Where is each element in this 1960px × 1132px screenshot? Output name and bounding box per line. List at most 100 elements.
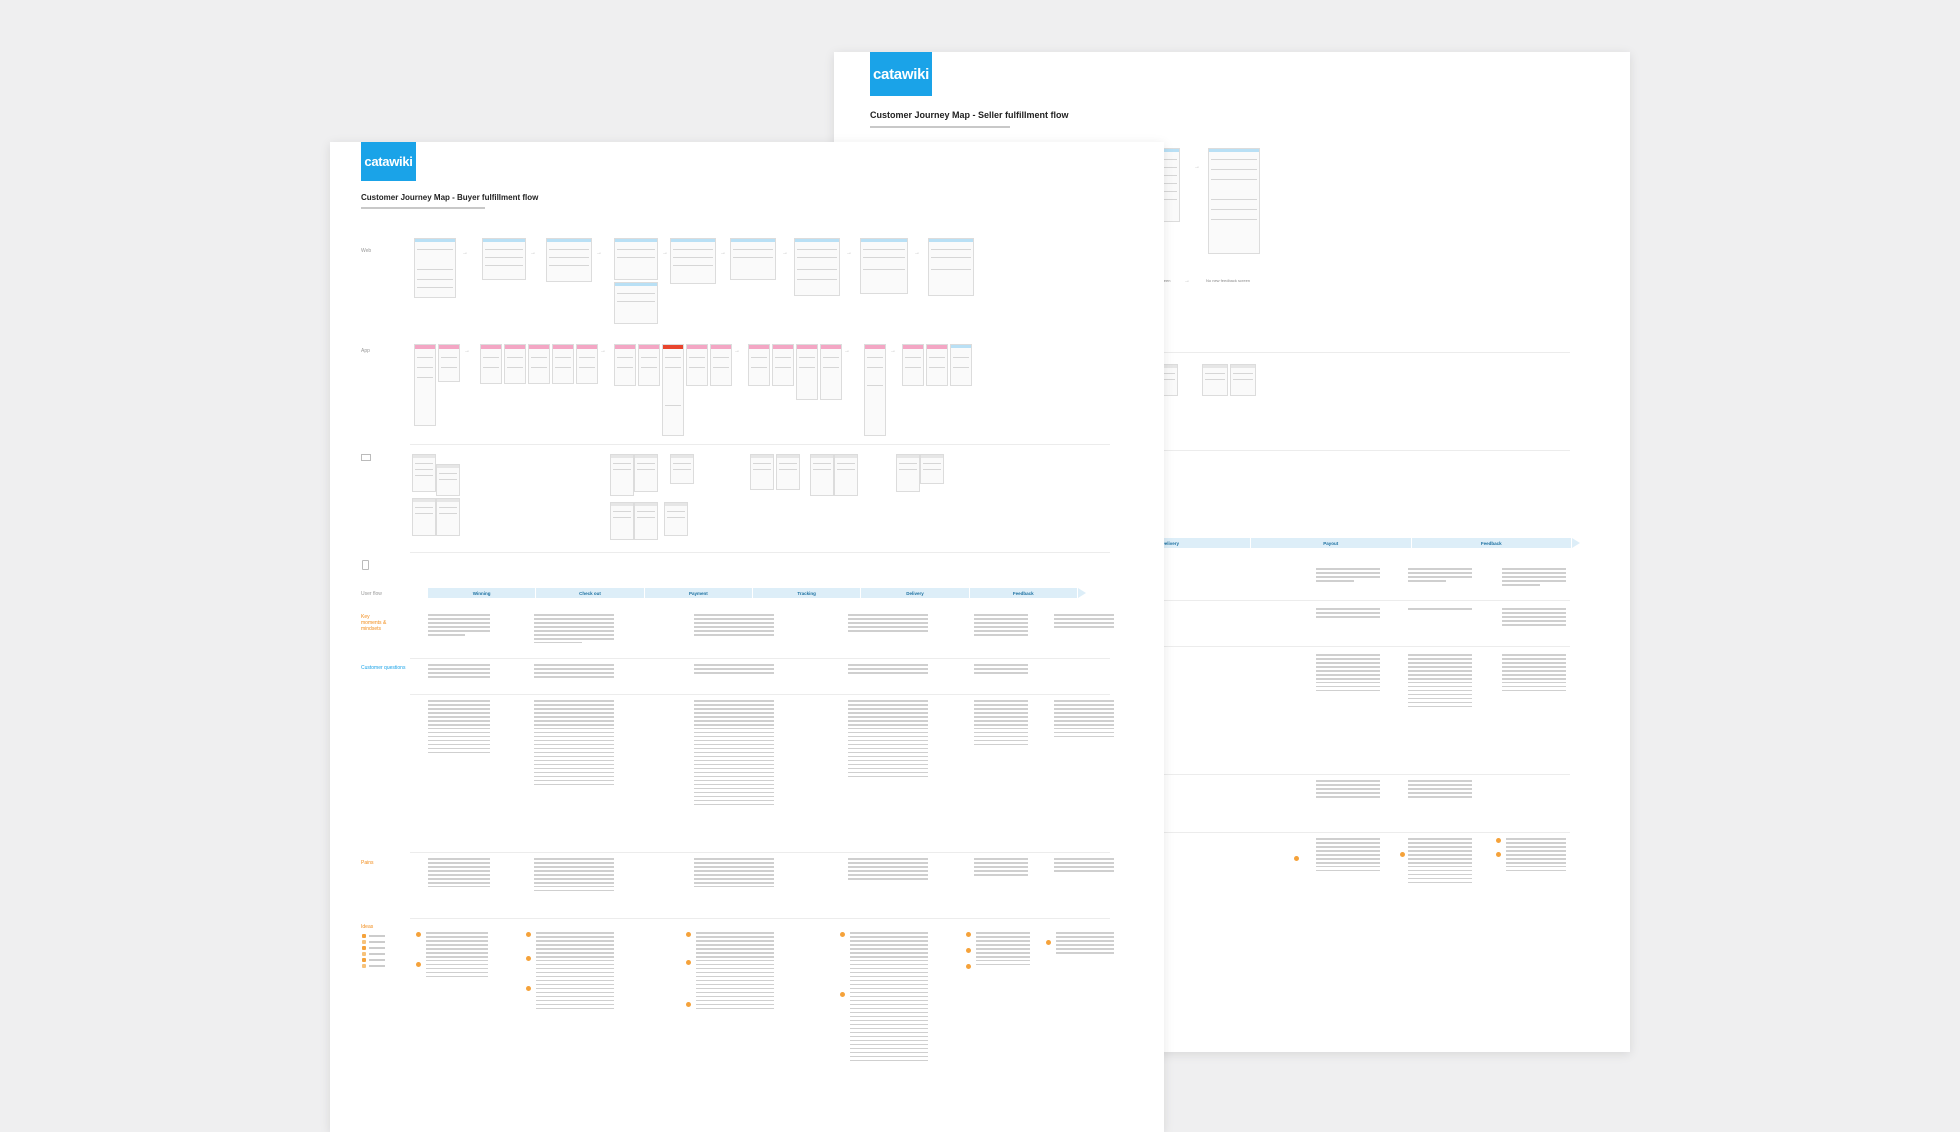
email-thumbnail	[920, 454, 944, 484]
screen-thumbnail	[546, 238, 592, 282]
text-column	[428, 664, 490, 680]
email-thumbnail	[776, 454, 800, 490]
section-divider	[930, 450, 1570, 451]
email-thumbnail	[436, 464, 460, 496]
text-column	[1054, 614, 1114, 630]
flow-arrow: →	[600, 348, 606, 354]
subtitle-text	[361, 207, 485, 209]
text-column	[1316, 608, 1380, 620]
text-column	[428, 858, 490, 890]
text-column	[1054, 858, 1114, 874]
flow-arrow: →	[844, 348, 850, 354]
section-divider	[930, 774, 1570, 775]
stage-payout: Payout	[1251, 538, 1412, 548]
email-thumbnail	[1230, 364, 1256, 396]
text-column	[976, 932, 1030, 968]
app-screen-thumbnail	[414, 344, 436, 426]
email-thumbnail	[412, 498, 436, 536]
text-column	[850, 932, 928, 1063]
screen-thumbnail	[482, 238, 526, 280]
no-feedback-caption: No new feedback screen	[1206, 278, 1251, 283]
text-column	[696, 932, 774, 1012]
app-screen-thumbnail	[576, 344, 598, 384]
email-thumbnail	[634, 502, 658, 540]
stage-feedback: Feedback	[970, 588, 1078, 598]
app-screen-thumbnail	[772, 344, 794, 386]
text-column	[1502, 654, 1566, 694]
email-thumbnail	[634, 454, 658, 492]
text-column	[1408, 838, 1472, 886]
text-column	[1502, 568, 1566, 588]
section-divider	[930, 352, 1570, 353]
section-divider	[930, 600, 1570, 601]
screen-thumbnail	[860, 238, 908, 294]
text-column	[1316, 654, 1380, 694]
screen-thumbnail	[928, 238, 974, 296]
idea-marker-icon	[526, 932, 531, 937]
text-column	[848, 700, 928, 780]
idea-marker-icon	[1400, 852, 1405, 857]
text-column	[1316, 838, 1380, 874]
stage-delivery: Delivery	[861, 588, 970, 598]
phone-icon	[362, 560, 369, 570]
app-screen-thumbnail	[950, 344, 972, 386]
app-screen-thumbnail	[480, 344, 502, 384]
app-screen-thumbnail	[902, 344, 924, 386]
row-label-app: App	[361, 348, 370, 354]
email-thumbnail	[664, 502, 688, 536]
text-column	[1056, 932, 1114, 956]
row-label-ideas: Ideas	[361, 924, 374, 930]
stage-delivery: Delivery	[1091, 538, 1251, 548]
text-column	[534, 664, 614, 680]
app-screen-thumbnail	[528, 344, 550, 384]
app-screen-thumbnail	[638, 344, 660, 386]
text-column	[1408, 654, 1472, 710]
text-column	[694, 700, 774, 808]
email-thumbnail	[412, 454, 436, 492]
text-column	[428, 614, 490, 638]
page-title: Customer Journey Map - Seller fulfillmen…	[870, 110, 1069, 120]
catawiki-logo: catawiki	[361, 142, 416, 181]
text-column	[534, 614, 614, 646]
email-thumbnail	[610, 502, 634, 540]
app-screen-thumbnail	[662, 344, 684, 436]
section-divider	[410, 658, 1110, 659]
section-divider	[930, 646, 1570, 647]
app-screen-thumbnail	[864, 344, 886, 436]
idea-marker-icon	[1294, 856, 1299, 861]
text-column	[974, 664, 1028, 676]
text-column	[534, 858, 614, 894]
text-column	[974, 614, 1028, 638]
section-divider	[410, 694, 1110, 695]
idea-marker-icon	[526, 956, 531, 961]
stage-check-out: Check out	[536, 588, 645, 598]
text-column	[848, 858, 928, 882]
screen-thumbnail	[1208, 148, 1260, 254]
screen-thumbnail	[614, 238, 658, 280]
row-label-key-moments: Key moments & mindsets	[361, 614, 387, 632]
email-thumbnail	[896, 454, 920, 492]
text-column	[848, 614, 928, 634]
section-divider	[410, 852, 1110, 853]
idea-marker-icon	[686, 932, 691, 937]
text-column	[974, 700, 1028, 748]
idea-marker-icon	[966, 932, 971, 937]
idea-marker-icon	[840, 932, 845, 937]
section-divider	[410, 552, 1110, 553]
app-screen-thumbnail	[926, 344, 948, 386]
row-label-customer-questions: Customer questions	[361, 665, 406, 671]
section-divider	[930, 832, 1570, 833]
section-divider	[410, 918, 1110, 919]
flow-arrow: →	[734, 348, 740, 354]
stage-payment: Payment	[645, 588, 753, 598]
idea-marker-icon	[1496, 838, 1501, 843]
stage-winning: Winning	[428, 588, 537, 598]
app-screen-thumbnail	[748, 344, 770, 386]
flow-arrow: →	[1184, 278, 1190, 284]
page-title: Customer Journey Map - Buyer fulfillment…	[361, 193, 539, 202]
row-label-user-flow: User flow	[361, 591, 382, 597]
email-thumbnail	[436, 498, 460, 536]
idea-marker-icon	[1496, 852, 1501, 857]
idea-marker-icon	[686, 960, 691, 965]
idea-marker-icon	[840, 992, 845, 997]
